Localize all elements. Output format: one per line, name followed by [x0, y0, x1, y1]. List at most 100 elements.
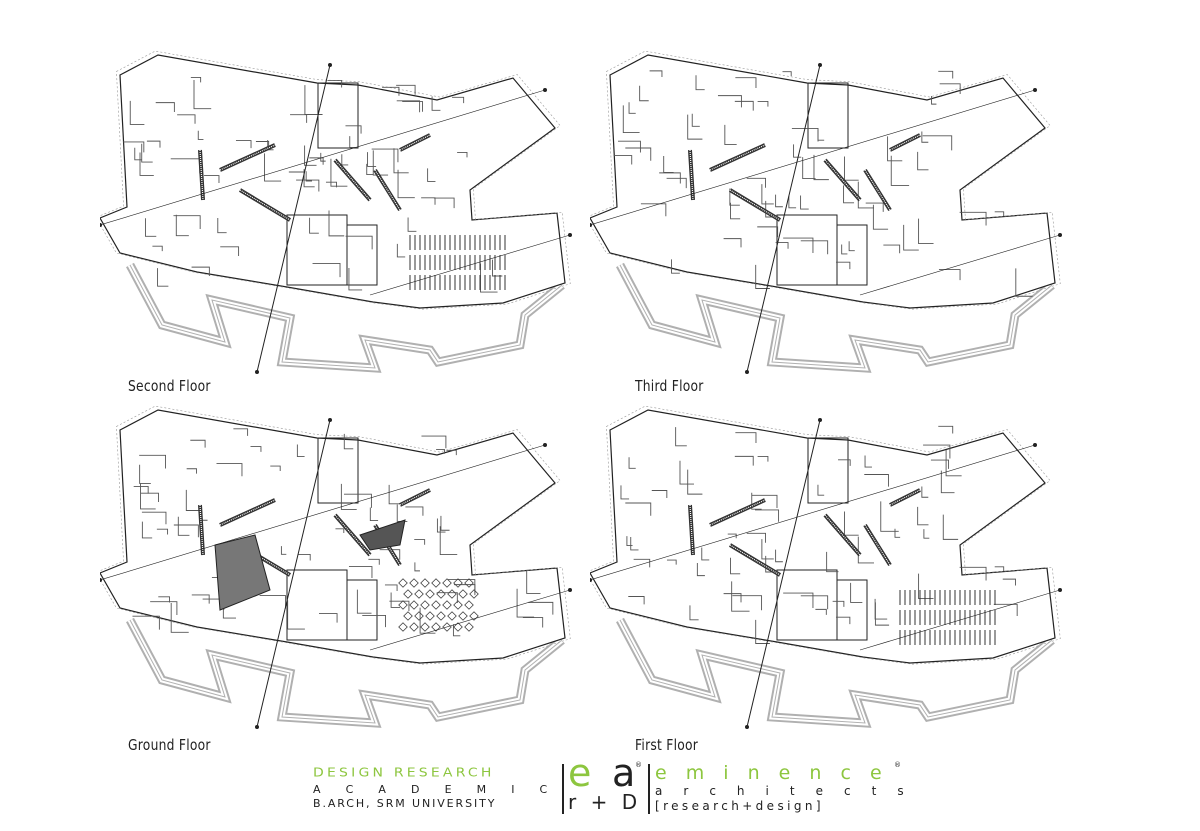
- cafe-table: [442, 578, 452, 588]
- partition-wall: [959, 211, 987, 226]
- building-outline: [100, 409, 566, 664]
- partition-wall: [817, 129, 825, 141]
- partition-wall: [141, 511, 167, 525]
- partition-wall: [903, 224, 919, 251]
- partition-wall: [480, 263, 498, 293]
- partition-wall: [671, 259, 680, 274]
- partition-wall: [349, 136, 357, 148]
- partition-wall: [348, 267, 363, 291]
- section-marker: [818, 63, 822, 67]
- section-line: [100, 444, 546, 581]
- partition-wall: [414, 562, 420, 572]
- label-first-floor: First Floor: [635, 736, 699, 754]
- logo-design-research: DESIGN RESEARCH: [313, 765, 495, 781]
- partition-wall: [613, 155, 633, 165]
- partition-wall: [421, 435, 447, 449]
- logo-research-design: [research+design]: [655, 799, 824, 813]
- partition-wall: [152, 245, 163, 252]
- cafe-table: [431, 622, 441, 632]
- partition-wall: [922, 135, 953, 151]
- section-line: [369, 234, 571, 296]
- partition-wall: [864, 455, 872, 468]
- partition-wall: [865, 202, 884, 212]
- cafe-table: [458, 589, 468, 599]
- partition-wall: [304, 145, 317, 166]
- cafe-table: [464, 622, 474, 632]
- partition-wall: [727, 533, 737, 539]
- partition-wall: [666, 559, 677, 565]
- partition-wall: [280, 546, 287, 555]
- cafe-table: [398, 578, 408, 588]
- partition-wall: [492, 259, 503, 277]
- partition-wall: [217, 217, 227, 234]
- escalator-steps: [729, 544, 781, 576]
- partition-wall: [185, 489, 199, 511]
- partition-wall: [191, 266, 210, 277]
- section-marker: [100, 223, 102, 227]
- atrium-void: [214, 534, 271, 611]
- escalator-steps: [399, 134, 431, 151]
- partition-wall: [717, 95, 742, 108]
- partition-wall: [296, 444, 305, 458]
- partition-wall: [917, 151, 929, 171]
- section-marker: [590, 578, 592, 582]
- partition-wall: [327, 79, 343, 88]
- partition-wall: [193, 80, 212, 110]
- partition-wall: [775, 242, 789, 249]
- partition-wall: [679, 460, 694, 485]
- section-marker: [328, 418, 332, 422]
- partition-wall: [177, 516, 190, 536]
- partition-wall: [132, 615, 160, 630]
- escalator: [863, 168, 892, 212]
- escalator-steps: [709, 499, 766, 526]
- cafe-table: [403, 589, 413, 599]
- partition-wall: [663, 155, 674, 173]
- escalator-steps: [199, 504, 204, 556]
- partition-wall: [689, 605, 699, 621]
- partition-wall: [220, 246, 240, 257]
- partition-wall: [250, 446, 262, 452]
- escalator-steps: [889, 134, 921, 151]
- partition-wall: [177, 114, 196, 124]
- cafe-table: [431, 578, 441, 588]
- section-marker: [568, 588, 572, 592]
- partition-wall: [687, 114, 703, 140]
- partition-wall: [917, 506, 929, 526]
- partition-wall: [186, 468, 197, 474]
- escalator-steps: [219, 144, 276, 171]
- section-marker: [1033, 443, 1037, 447]
- cafe-table: [469, 589, 479, 599]
- building-outline: [100, 54, 566, 309]
- partition-wall: [1015, 268, 1033, 297]
- partition-wall: [522, 617, 544, 628]
- partition-wall: [940, 470, 955, 494]
- logo-university: B.ARCH, SRM UNIVERSITY: [313, 797, 497, 810]
- partition-wall: [397, 169, 415, 199]
- partition-wall: [617, 140, 641, 153]
- cafe-table: [447, 589, 457, 599]
- partition-wall: [695, 75, 705, 91]
- escalator: [373, 168, 402, 212]
- service-core: [836, 224, 868, 286]
- partition-wall: [141, 492, 159, 502]
- partition-wall: [651, 490, 668, 499]
- partition-wall: [800, 595, 829, 610]
- partition-wall: [190, 77, 202, 83]
- partition-wall: [931, 95, 937, 105]
- partition-wall: [433, 197, 455, 209]
- partition-wall: [452, 624, 461, 637]
- studio-logo: DESIGN RESEARCH A C A D E M I C B.ARCH, …: [312, 754, 912, 814]
- section-marker: [328, 63, 332, 67]
- partition-wall: [761, 539, 774, 560]
- escalator-steps: [219, 499, 276, 526]
- escalator: [863, 523, 892, 567]
- partition-wall: [874, 598, 888, 620]
- partition-wall: [625, 502, 652, 516]
- partition-wall: [620, 485, 630, 500]
- partition-wall: [732, 595, 763, 611]
- ramp-lines: [619, 264, 1053, 369]
- partition-wall: [640, 203, 667, 217]
- cafe-table: [464, 600, 474, 610]
- partition-wall: [369, 507, 379, 521]
- cafe-table: [420, 600, 430, 610]
